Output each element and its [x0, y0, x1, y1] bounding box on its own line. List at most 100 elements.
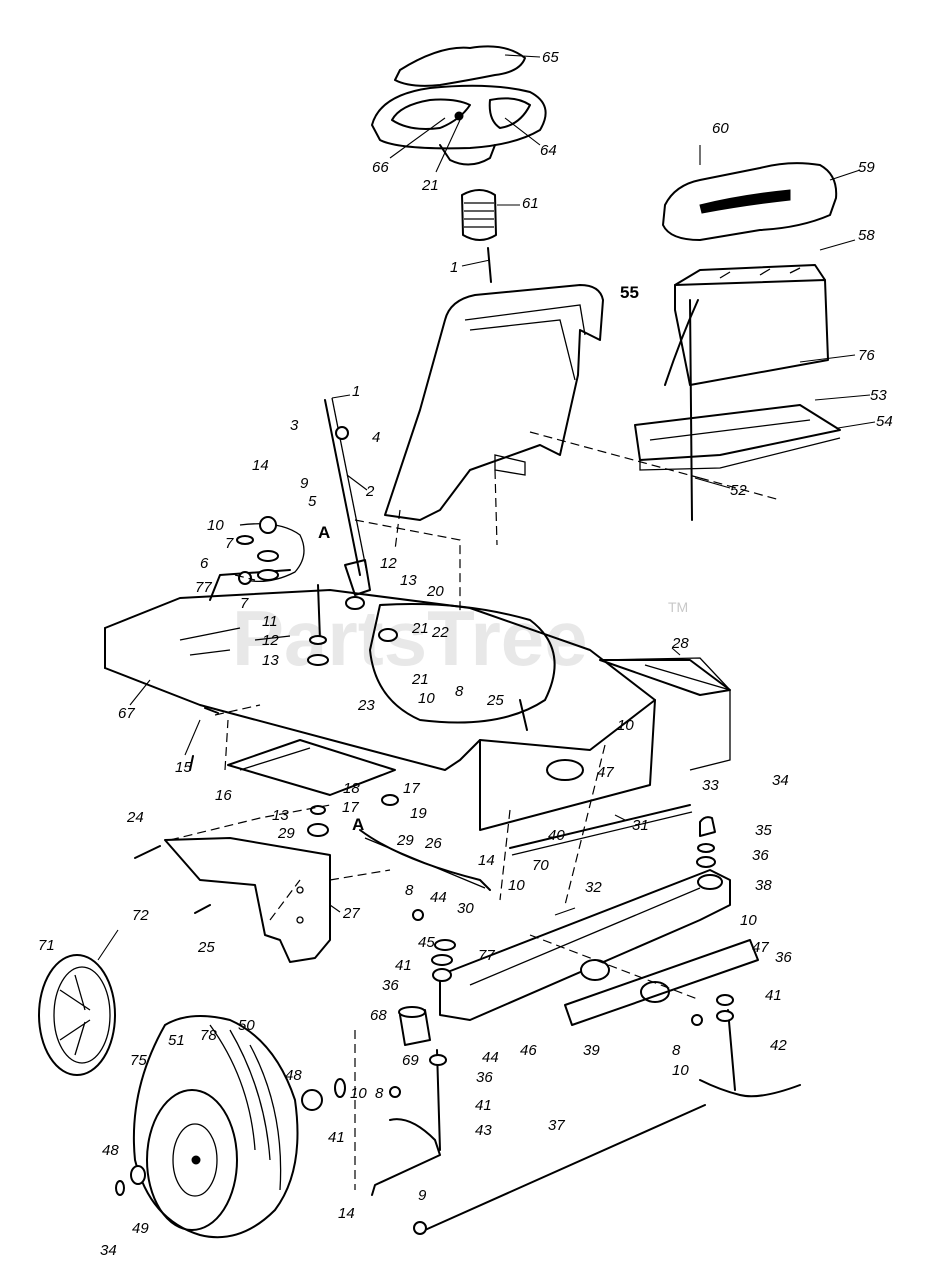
- callout-24: 24: [126, 809, 144, 826]
- callout-10-b: 10: [418, 690, 435, 707]
- callout-41-c: 41: [475, 1097, 492, 1114]
- steering-shaft: [324, 397, 371, 596]
- callout-54: 54: [876, 413, 893, 430]
- rear-bracket: [599, 659, 731, 696]
- battery-tray: [634, 404, 841, 471]
- callout-29-b: 29: [396, 832, 414, 849]
- callout-70: 70: [532, 857, 549, 874]
- callout-45: 45: [418, 934, 435, 951]
- callout-27: 27: [342, 905, 360, 922]
- callout-66: 66: [372, 159, 389, 176]
- callout-39: 39: [583, 1042, 600, 1059]
- callout-41-d: 41: [328, 1129, 345, 1146]
- pivot-rod: [509, 804, 693, 856]
- callout-44-a: 44: [430, 889, 447, 906]
- callout-47-a: 47: [597, 764, 614, 781]
- axle-reinforcement: [564, 939, 759, 1026]
- watermark-text: PartsTree: [232, 594, 588, 682]
- battery: [664, 264, 829, 386]
- hubcap: [38, 954, 116, 1076]
- drag-link: [359, 829, 491, 891]
- callout-17-a: 17: [403, 780, 420, 797]
- callout-5: 5: [308, 493, 317, 510]
- callout-6: 6: [200, 555, 209, 572]
- callouts: 65 64 66 21 60 59 61 58 1 55 76 53 54 52…: [38, 49, 893, 1259]
- callout-68: 68: [370, 1007, 387, 1024]
- callout-12-b: 12: [262, 632, 279, 649]
- callout-A-bottom: A: [352, 815, 364, 834]
- callout-61: 61: [522, 195, 539, 212]
- callout-44-b: 44: [482, 1049, 499, 1066]
- front-bracket: [164, 837, 331, 963]
- battery-cover: [662, 162, 838, 241]
- callout-31: 31: [632, 817, 649, 834]
- steering-wheel: [371, 84, 547, 166]
- callout-75: 75: [130, 1052, 147, 1069]
- callout-60: 60: [712, 120, 729, 137]
- callout-64: 64: [540, 142, 557, 159]
- callout-42: 42: [770, 1037, 787, 1054]
- callout-13-a: 13: [400, 572, 417, 589]
- front-axle: [439, 869, 731, 1021]
- callout-9-a: 9: [300, 475, 309, 492]
- left-spindle: [371, 1049, 441, 1196]
- callout-36-c: 36: [382, 977, 399, 994]
- callout-23: 23: [357, 697, 375, 714]
- callout-52: 52: [730, 482, 747, 499]
- callout-14-a: 14: [252, 457, 269, 474]
- callout-11: 11: [262, 613, 278, 630]
- callout-13-b: 13: [262, 652, 279, 669]
- callout-36-a: 36: [752, 847, 769, 864]
- callout-16: 16: [215, 787, 232, 804]
- callout-77-b: 77: [478, 947, 495, 964]
- callout-40: 40: [548, 827, 565, 844]
- callout-17-b: 17: [342, 799, 359, 816]
- callout-20: 20: [426, 583, 444, 600]
- callout-1-shaft: 1: [352, 383, 360, 400]
- callout-7-a: 7: [225, 535, 234, 552]
- watermark-trademark: TM: [668, 599, 688, 615]
- callout-8-d: 8: [375, 1085, 384, 1102]
- callout-72: 72: [132, 907, 149, 924]
- callout-3: 3: [290, 417, 299, 434]
- callout-48-a: 48: [285, 1067, 302, 1084]
- callout-59: 59: [858, 159, 875, 176]
- callout-21-b: 21: [411, 620, 429, 637]
- callout-25-b: 25: [197, 939, 215, 956]
- callout-65: 65: [542, 49, 559, 66]
- callout-41-a: 41: [395, 957, 412, 974]
- right-spindle: [699, 1009, 801, 1098]
- callout-67: 67: [118, 705, 135, 722]
- callout-18: 18: [343, 780, 360, 797]
- callout-48-b: 48: [102, 1142, 119, 1159]
- callout-14-b: 14: [478, 852, 495, 869]
- callout-1-top: 1: [450, 259, 458, 276]
- callout-49: 49: [132, 1220, 149, 1237]
- callout-8-a: 8: [455, 683, 464, 700]
- callout-34-a: 34: [772, 772, 789, 789]
- callout-10-e: 10: [740, 912, 757, 929]
- callout-10-g: 10: [350, 1085, 367, 1102]
- callout-50: 50: [238, 1017, 255, 1034]
- callout-47-b: 47: [752, 939, 769, 956]
- callout-36-d: 36: [476, 1069, 493, 1086]
- callout-14-c: 14: [338, 1205, 355, 1222]
- dash-panel: [384, 284, 604, 521]
- callout-58: 58: [858, 227, 875, 244]
- callout-34-b: 34: [100, 1242, 117, 1259]
- callout-36-b: 36: [775, 949, 792, 966]
- callout-76: 76: [858, 347, 875, 364]
- callout-38: 38: [755, 877, 772, 894]
- hardware: [115, 426, 734, 1235]
- spindle-bushing: [398, 1006, 431, 1046]
- callout-41-b: 41: [765, 987, 782, 1004]
- spacer-plate: [227, 739, 396, 796]
- callout-8-c: 8: [672, 1042, 681, 1059]
- steering-wheel-cap: [394, 45, 526, 87]
- callout-8-b: 8: [405, 882, 414, 899]
- callout-29-a: 29: [277, 825, 295, 842]
- callout-13-c: 13: [272, 807, 289, 824]
- callout-32: 32: [585, 879, 602, 896]
- callout-71: 71: [38, 937, 55, 954]
